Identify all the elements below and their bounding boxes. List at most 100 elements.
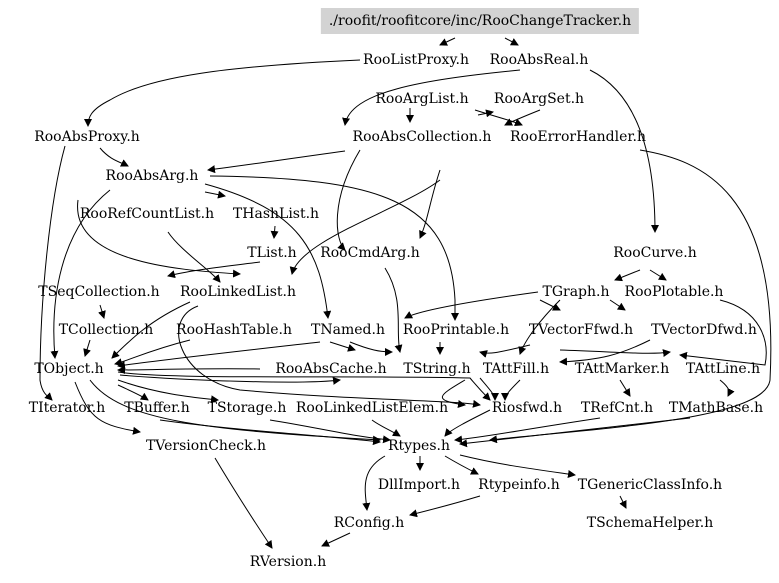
node-tvectordfwd[interactable]: TVectorDfwd.h xyxy=(651,322,757,338)
dependency-edge-43 xyxy=(479,344,531,358)
dependency-edge-67 xyxy=(409,495,481,518)
dependency-edge-35 xyxy=(539,299,561,311)
dependency-edge-69 xyxy=(214,457,273,549)
node-rooabscache[interactable]: RooAbsCache.h xyxy=(275,361,387,377)
node-tattline[interactable]: TAttLine.h xyxy=(685,361,761,377)
dependency-edge-16 xyxy=(209,175,459,321)
node-roolinkedlistelem[interactable]: RooLinkedListElem.h xyxy=(295,400,449,416)
node-tschemahelper[interactable]: TSchemaHelper.h xyxy=(586,515,714,531)
dependency-edge-64 xyxy=(444,455,479,475)
dependency-edge-5 xyxy=(589,69,659,233)
dependency-edge-36 xyxy=(518,299,561,355)
dependency-edge-61 xyxy=(459,417,691,448)
node-tmathbase[interactable]: TMathBase.h xyxy=(668,400,764,416)
dependency-edge-70 xyxy=(321,532,351,547)
node-tbuffer[interactable]: TBuffer.h xyxy=(124,400,190,416)
dependency-edge-15 xyxy=(336,149,361,251)
dependency-edge-4 xyxy=(342,69,521,126)
node-dllimport[interactable]: DllImport.h xyxy=(377,477,461,493)
dependency-edge-57 xyxy=(501,379,521,401)
dependency-edge-26 xyxy=(111,301,191,359)
node-tstorage[interactable]: TStorage.h xyxy=(207,400,287,416)
node-roolinkedlist[interactable]: RooLinkedList.h xyxy=(180,284,296,300)
dependency-edge-65 xyxy=(459,454,576,478)
node-riosfwd[interactable]: Riosfwd.h xyxy=(491,400,563,416)
dependency-edge-8 xyxy=(504,109,541,126)
dependency-edge-40 xyxy=(679,299,767,366)
node-rooplotable[interactable]: RooPlotable.h xyxy=(624,284,724,300)
dependency-edge-28 xyxy=(83,339,91,357)
node-rooabsproxy[interactable]: RooAbsProxy.h xyxy=(34,129,140,145)
dependency-edge-18 xyxy=(204,190,226,199)
node-tgraph[interactable]: TGraph.h xyxy=(542,284,610,300)
node-roocmdarg[interactable]: RooCmdArg.h xyxy=(320,245,420,261)
node-tseqcollection[interactable]: TSeqCollection.h xyxy=(38,284,160,300)
node-rooabscollection[interactable]: RooAbsCollection.h xyxy=(352,129,492,145)
dependency-edge-44 xyxy=(489,149,772,444)
node-tattmarker[interactable]: TAttMarker.h xyxy=(574,361,670,377)
dependency-edge-14 xyxy=(289,179,441,275)
node-tstring[interactable]: TString.h xyxy=(403,361,471,377)
dependency-edge-56 xyxy=(479,377,499,401)
dependency-edge-9 xyxy=(477,109,494,118)
dependency-edge-21 xyxy=(270,225,279,239)
node-tobject[interactable]: TObject.h xyxy=(34,361,104,377)
dependency-edge-12 xyxy=(207,150,346,174)
dependency-edge-17 xyxy=(204,183,332,319)
node-rtypeinfo[interactable]: Rtypeinfo.h xyxy=(478,477,560,493)
dependency-edge-19 xyxy=(50,189,111,359)
node-rooabsreal[interactable]: RooAbsReal.h xyxy=(489,52,589,68)
node-tlist[interactable]: TList.h xyxy=(247,245,297,261)
node-tcollection[interactable]: TCollection.h xyxy=(58,322,154,338)
dependency-edge-42 xyxy=(559,349,671,357)
dependency-edge-13 xyxy=(419,169,441,239)
dependency-edge-3 xyxy=(84,59,361,127)
dependency-edge-39 xyxy=(614,269,641,282)
dependency-edge-60 xyxy=(454,417,601,444)
node-thashlist[interactable]: THashList.h xyxy=(232,206,320,222)
node-tattfill[interactable]: TAttFill.h xyxy=(482,361,550,377)
node-rooprintable[interactable]: RooPrintable.h xyxy=(402,322,510,338)
node-rconfig[interactable]: RConfig.h xyxy=(333,515,405,531)
root-node[interactable]: ./roofit/roofitcore/inc/RooChangeTracker… xyxy=(320,8,640,34)
dependency-edge-22 xyxy=(167,231,221,283)
dependency-edge-23 xyxy=(167,261,261,279)
dependency-edge-2 xyxy=(504,37,519,46)
dependency-edge-59 xyxy=(719,379,735,397)
dependency-edge-41 xyxy=(559,339,651,366)
dependency-edge-46 xyxy=(119,374,341,385)
node-trefcnt[interactable]: TRefCnt.h xyxy=(580,400,654,416)
dependency-edge-7 xyxy=(474,109,523,127)
dependency-edge-25 xyxy=(98,304,106,319)
node-titerator[interactable]: TIterator.h xyxy=(28,400,106,416)
node-rooargset[interactable]: RooArgSet.h xyxy=(493,91,585,107)
dependency-edge-24 xyxy=(384,267,403,353)
node-rtypes[interactable]: Rtypes.h xyxy=(388,438,450,454)
dependency-edge-48 xyxy=(117,384,149,401)
node-rooerrorhandler[interactable]: RooErrorHandler.h xyxy=(509,129,647,145)
dependency-edge-27 xyxy=(178,305,481,408)
dependency-edge-47 xyxy=(117,379,219,404)
node-tvectorffwd[interactable]: TVectorFfwd.h xyxy=(528,322,634,338)
node-tgenericclassinfo[interactable]: TGenericClassInfo.h xyxy=(577,477,723,493)
dependency-edge-30 xyxy=(329,341,356,352)
node-tversioncheck[interactable]: TVersionCheck.h xyxy=(145,438,267,454)
node-rversion[interactable]: RVersion.h xyxy=(249,554,327,570)
dependency-edge-54 xyxy=(371,419,401,437)
node-roolistproxy[interactable]: RooListProxy.h xyxy=(363,52,469,68)
node-roocurve[interactable]: RooCurve.h xyxy=(613,245,697,261)
dependency-edge-11 xyxy=(39,145,66,401)
dependency-edge-53 xyxy=(269,419,391,444)
dependency-edge-37 xyxy=(609,299,626,311)
node-rooarglist[interactable]: RooArgList.h xyxy=(375,91,469,107)
node-roohashtable[interactable]: RooHashTable.h xyxy=(176,322,292,338)
dependency-edge-49 xyxy=(117,371,491,401)
node-roorefcountlist[interactable]: RooRefCountList.h xyxy=(79,206,215,222)
node-rooabsarg[interactable]: RooAbsArg.h xyxy=(105,168,199,184)
dependency-edge-32 xyxy=(349,341,393,356)
dependency-edge-62 xyxy=(444,409,491,437)
dependency-edge-52 xyxy=(159,419,381,446)
node-tnamed[interactable]: TNamed.h xyxy=(311,322,385,338)
dependency-edge-58 xyxy=(619,379,631,397)
